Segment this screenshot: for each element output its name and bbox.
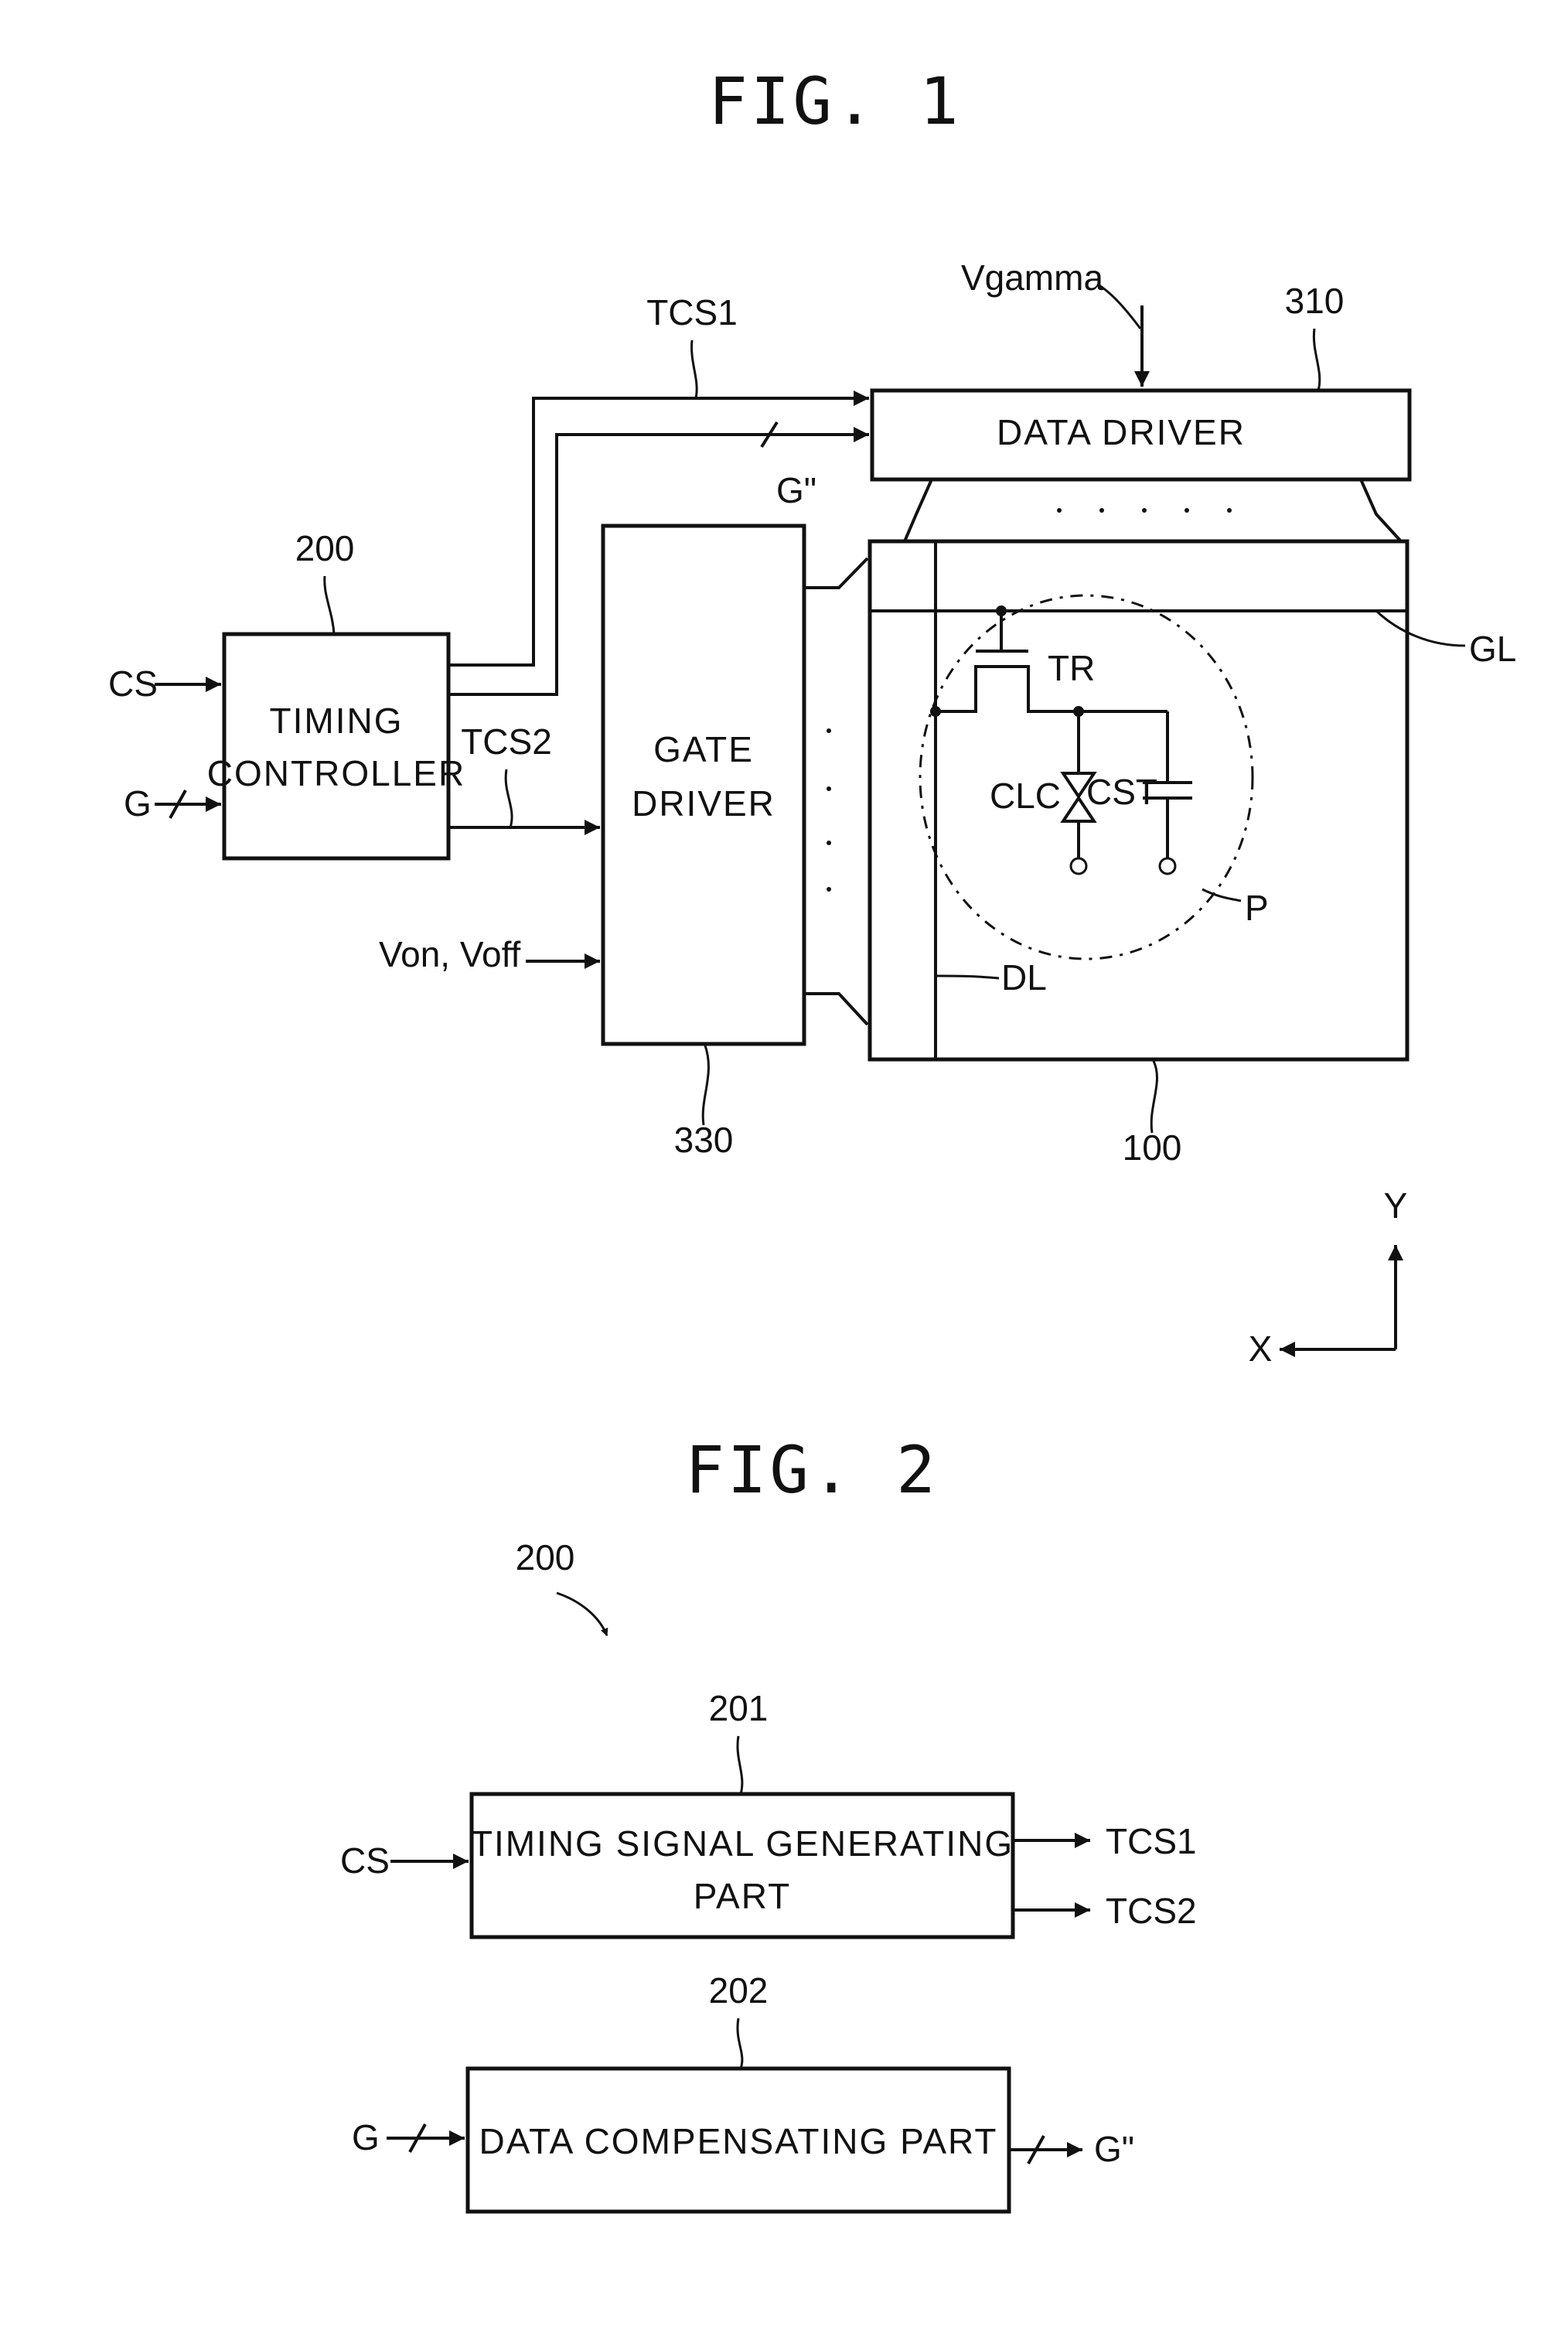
- fig2-gout-label: G": [1094, 2129, 1134, 2169]
- timing-signal-part-ref: 201: [709, 1688, 769, 1728]
- fig2-title: FIG. 2: [685, 1432, 938, 1508]
- fig2-cs-label: CS: [340, 1840, 390, 1881]
- gate-fanout-top: [804, 558, 868, 588]
- fig1-g-label: G: [124, 783, 152, 824]
- timing-controller-label-1: TIMING: [270, 701, 404, 741]
- timing-signal-generating-part: TIMING SIGNAL GENERATING PART: [471, 1794, 1014, 1937]
- vgamma-leader: [1098, 285, 1140, 329]
- xy-axes: [1280, 1245, 1396, 1349]
- gate-vertical-dots: [827, 728, 831, 892]
- tcs2-leader: [506, 769, 512, 827]
- x-axis-label: X: [1249, 1329, 1273, 1369]
- gate-driver-leader: [703, 1045, 708, 1125]
- fig1-title: FIG. 1: [708, 63, 961, 139]
- fig1-cs-label: CS: [108, 663, 158, 704]
- fig2-ref-200: 200: [516, 1537, 575, 1578]
- data-driver-label: DATA DRIVER: [997, 412, 1246, 452]
- data-fanout-left: [905, 479, 932, 541]
- data-compensating-part-ref: 202: [709, 1970, 769, 2011]
- p-label: P: [1245, 888, 1269, 928]
- data-compensating-part-leader: [738, 2018, 742, 2069]
- data-compensating-part: DATA COMPENSATING PART: [468, 2069, 1009, 2212]
- gate-fanout-bottom: [804, 994, 868, 1025]
- gate-driver-label-1: GATE: [653, 729, 754, 769]
- gate-driver-label-2: DRIVER: [632, 783, 775, 824]
- timing-controller-block: TIMING CONTROLLER: [207, 634, 465, 858]
- timing-signal-part-label-2: PART: [694, 1876, 791, 1916]
- tcs2-label: TCS2: [461, 721, 552, 762]
- tcs1-leader: [692, 340, 697, 398]
- gl-label: GL: [1469, 629, 1516, 669]
- fig2-tcs2-label: TCS2: [1106, 1891, 1197, 1931]
- timing-controller-label-2: CONTROLLER: [207, 753, 465, 793]
- gate-driver-ref: 330: [674, 1120, 734, 1160]
- data-driver-leader: [1314, 329, 1319, 391]
- data-compensating-part-label: DATA COMPENSATING PART: [479, 2121, 997, 2161]
- dl-label: DL: [1001, 957, 1047, 998]
- gdouble-label: G": [776, 470, 816, 510]
- cst-terminal: [1160, 858, 1175, 874]
- clc-terminal: [1071, 858, 1086, 874]
- von-voff-label: Von, Voff: [379, 934, 521, 974]
- vgamma-label: Vgamma: [961, 258, 1103, 298]
- clc-label: CLC: [990, 776, 1061, 816]
- data-horizontal-dots: [1057, 508, 1232, 513]
- fig2-tcs1-label: TCS1: [1106, 1821, 1197, 1861]
- data-driver-block: DATA DRIVER: [872, 391, 1409, 479]
- timing-controller-ref: 200: [295, 528, 355, 568]
- timing-signal-part-leader: [738, 1736, 742, 1794]
- panel-leader: [1151, 1061, 1157, 1133]
- timing-signal-part-label-1: TIMING SIGNAL GENERATING: [471, 1823, 1014, 1864]
- cst-label: CST: [1086, 772, 1157, 812]
- tcs1-label: TCS1: [646, 292, 738, 333]
- fig2-g-label: G: [352, 2117, 380, 2157]
- data-driver-ref: 310: [1285, 281, 1345, 321]
- timing-controller-leader: [325, 576, 334, 634]
- tr-label: TR: [1048, 648, 1095, 688]
- fig2-ref-200-leader: [557, 1593, 607, 1635]
- panel-ref: 100: [1123, 1127, 1182, 1168]
- y-axis-label: Y: [1384, 1185, 1408, 1226]
- data-fanout-right: [1361, 479, 1401, 541]
- gate-driver-block: GATE DRIVER: [603, 526, 804, 1044]
